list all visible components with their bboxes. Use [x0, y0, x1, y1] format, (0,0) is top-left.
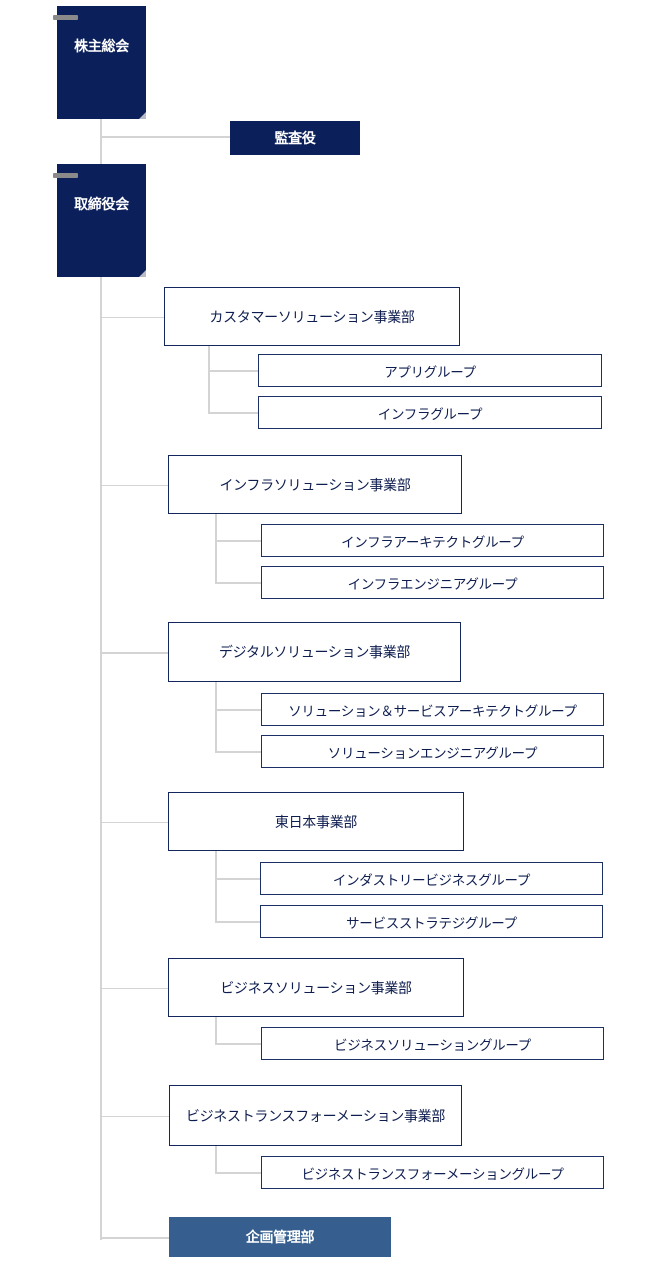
group-label: サービスストラテジグループ — [346, 915, 517, 932]
group-label: ソリューション＆サービスアーキテクトグループ — [288, 703, 577, 720]
group-connector — [215, 582, 261, 584]
group-box: インダストリービジネスグループ — [260, 862, 603, 895]
division-label: ビジネストランスフォーメーション事業部 — [185, 1108, 446, 1125]
group-trunk-line — [215, 514, 217, 582]
group-connector — [215, 878, 260, 880]
group-connector — [215, 540, 261, 542]
group-connector — [208, 412, 258, 414]
shareholders-meeting-label: 株主総会 — [74, 39, 129, 55]
division-label: カスタマーソリューション事業部 — [209, 309, 415, 326]
group-connector — [215, 709, 261, 711]
division-label: インフラソリューション事業部 — [219, 477, 411, 494]
group-label: アプリグループ — [384, 364, 476, 381]
group-box: インフラグループ — [258, 396, 602, 429]
board-label: 取締役会 — [74, 197, 129, 213]
division-box: デジタルソリューション事業部 — [168, 622, 461, 682]
group-connector — [215, 751, 261, 753]
group-box: インフラエンジニアグループ — [261, 566, 604, 599]
division-connector — [101, 652, 168, 654]
division-box: インフラソリューション事業部 — [168, 455, 462, 514]
planning-connector — [101, 1237, 170, 1239]
trunk-line — [100, 119, 102, 1240]
group-box: ソリューション＆サービスアーキテクトグループ — [261, 693, 604, 726]
board-box: 取締役会 — [57, 164, 146, 277]
division-connector — [101, 1115, 169, 1117]
division-label: 東日本事業部 — [274, 814, 358, 831]
division-label: ビジネスソリューション事業部 — [220, 980, 412, 997]
auditor-label: 監査役 — [274, 131, 316, 147]
group-label: インフラエンジニアグループ — [347, 576, 518, 593]
group-connector — [215, 921, 260, 923]
group-label: インフラアーキテクトグループ — [341, 534, 524, 551]
group-label: ビジネスソリューショングループ — [334, 1037, 531, 1054]
division-connector — [101, 987, 168, 989]
group-connector — [208, 370, 258, 372]
group-box: ビジネスソリューショングループ — [261, 1027, 604, 1060]
auditor-box: 監査役 — [230, 121, 360, 155]
division-box: ビジネストランスフォーメーション事業部 — [169, 1085, 462, 1146]
division-connector — [101, 484, 168, 486]
group-label: インダストリービジネスグループ — [332, 872, 531, 889]
group-label: インフラグループ — [377, 406, 483, 423]
group-box: インフラアーキテクトグループ — [261, 524, 604, 557]
group-box: ビジネストランスフォーメーショングループ — [261, 1156, 604, 1189]
group-trunk-line — [215, 851, 217, 921]
group-label: ビジネストランスフォーメーショングループ — [301, 1166, 564, 1183]
shareholders-meeting-box: 株主総会 — [57, 6, 146, 119]
division-box: ビジネスソリューション事業部 — [168, 958, 464, 1017]
group-box: アプリグループ — [258, 354, 602, 387]
group-connector — [215, 1172, 261, 1174]
group-trunk-line — [208, 346, 210, 412]
group-label: ソリューションエンジニアグループ — [327, 745, 538, 762]
division-connector — [101, 316, 164, 318]
auditor-connector — [101, 136, 231, 138]
group-box: ソリューションエンジニアグループ — [261, 735, 604, 768]
page-fold-icon — [139, 270, 146, 277]
tab-marker — [53, 173, 78, 178]
division-label: デジタルソリューション事業部 — [218, 645, 411, 661]
page-fold-icon — [139, 112, 146, 119]
group-box: サービスストラテジグループ — [260, 905, 603, 938]
group-trunk-line — [215, 682, 217, 751]
division-box: カスタマーソリューション事業部 — [164, 287, 460, 346]
division-box: 東日本事業部 — [168, 792, 464, 851]
group-trunk-line — [215, 1146, 217, 1172]
division-connector — [101, 821, 168, 823]
planning-dept-box: 企画管理部 — [169, 1217, 391, 1257]
planning-dept-label: 企画管理部 — [245, 1230, 315, 1246]
group-trunk-line — [215, 1017, 217, 1043]
tab-marker — [53, 15, 78, 20]
group-connector — [215, 1043, 261, 1045]
